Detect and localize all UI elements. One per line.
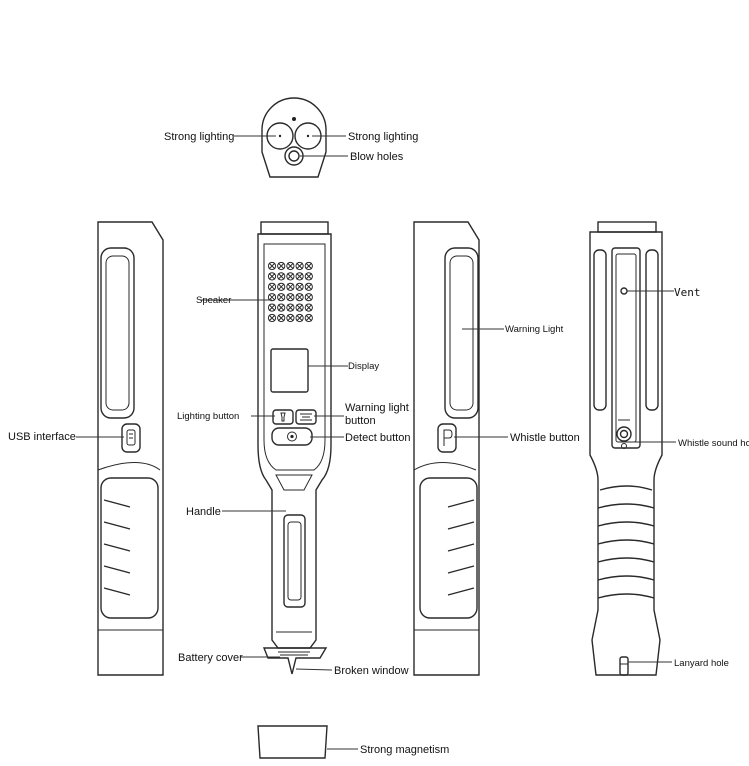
speaker-hole-ring (277, 282, 286, 291)
handle-label: Handle (186, 506, 221, 518)
speaker-hole (305, 314, 313, 322)
top-view (234, 97, 348, 178)
broken-window-label: Broken window (334, 665, 409, 677)
detect-button-label: Detect button (345, 432, 410, 444)
warning-light-button-label-line2: button (345, 415, 376, 427)
strong-magnetism-label: Strong magnetism (360, 744, 449, 756)
speaker-hole (268, 283, 276, 291)
speaker-hole (287, 304, 294, 311)
speaker-hole-ring (286, 313, 295, 323)
speaker-hole (277, 293, 285, 301)
power-icon (287, 431, 297, 442)
speaker-hole (305, 293, 313, 301)
speaker-hole (296, 283, 303, 291)
speaker-hole-ring (286, 272, 295, 281)
usb-port-icon (126, 429, 136, 446)
speaker-hole-ring (295, 293, 304, 302)
speaker-hole-ring (277, 303, 286, 312)
speaker-hole-ring (295, 272, 304, 281)
speaker-hole (296, 273, 303, 280)
speaker-hole-ring (267, 282, 277, 291)
speaker-hole (268, 314, 276, 322)
speaker-hole-ring (267, 261, 277, 271)
speaker-label: Speaker (196, 295, 231, 306)
flashlight-icon (280, 412, 286, 422)
usb-interface-label: USB interface (8, 431, 76, 443)
speaker-hole-ring (286, 261, 295, 271)
speaker-hole (268, 304, 276, 311)
speaker-hole-ring (304, 303, 313, 312)
speaker-hole (296, 262, 303, 270)
speaker-hole-ring (304, 261, 313, 271)
speaker-hole-ring (295, 313, 304, 323)
speaker-hole (277, 304, 285, 311)
speaker-hole-ring (267, 293, 277, 302)
speaker-hole-ring (295, 282, 304, 291)
speaker-hole (296, 314, 303, 322)
speaker-hole (268, 262, 276, 270)
speaker-hole-ring (277, 261, 286, 271)
speaker-hole (287, 273, 294, 280)
speaker-hole (277, 262, 285, 270)
battery-cover-label: Battery cover (178, 652, 243, 664)
speaker-hole (305, 262, 313, 270)
whistle-button-label: Whistle button (510, 432, 580, 444)
speaker-hole (268, 273, 276, 280)
speaker-hole-ring (267, 303, 277, 312)
whistle-sound-hole-label: Whistle sound hole (678, 438, 749, 449)
speaker-grille (267, 261, 313, 323)
speaker-hole-ring (267, 272, 277, 281)
speaker-hole-ring (286, 282, 295, 291)
left-side-view (76, 221, 164, 676)
strong-lighting-label-left: Strong lighting (164, 131, 234, 143)
speaker-hole-ring (267, 313, 277, 323)
speaker-hole-ring (286, 303, 295, 312)
display-label: Display (348, 361, 379, 372)
speaker-hole-ring (304, 313, 313, 323)
lighting-button-label: Lighting button (177, 411, 239, 422)
speaker-hole (296, 293, 303, 301)
warning-light-label: Warning Light (505, 324, 564, 335)
speaker-hole (277, 283, 285, 291)
speaker-hole (305, 304, 313, 311)
warning-icon (300, 413, 312, 421)
speaker-hole (287, 314, 294, 322)
speaker-hole-ring (286, 293, 295, 302)
right-side-view (413, 221, 508, 676)
speaker-hole-ring (277, 313, 286, 323)
speaker-hole-ring (304, 293, 313, 302)
speaker-hole-ring (304, 282, 313, 291)
speaker-hole-ring (295, 303, 304, 312)
speaker-hole (277, 314, 285, 322)
speaker-hole (305, 273, 313, 280)
front-view (200, 221, 348, 675)
p-letter-icon (443, 429, 453, 446)
lanyard-hole-label: Lanyard hole (674, 658, 729, 669)
warning-light-button-label-line1: Warning light (345, 402, 409, 414)
speaker-hole (305, 283, 313, 291)
speaker-hole (287, 293, 294, 301)
speaker-hole (268, 293, 276, 301)
strong-lighting-label-right: Strong lighting (348, 131, 418, 143)
vent-label: Vent (674, 286, 701, 299)
speaker-hole-ring (277, 293, 286, 302)
speaker-hole-ring (295, 261, 304, 271)
blow-holes-label: Blow holes (350, 151, 404, 163)
speaker-hole (277, 273, 285, 280)
speaker-hole-ring (277, 272, 286, 281)
speaker-hole-ring (304, 272, 313, 281)
magnet-block (257, 725, 358, 759)
speaker-hole (296, 304, 303, 311)
speaker-hole (287, 283, 294, 291)
speaker-hole (287, 262, 294, 270)
back-view (589, 221, 676, 676)
